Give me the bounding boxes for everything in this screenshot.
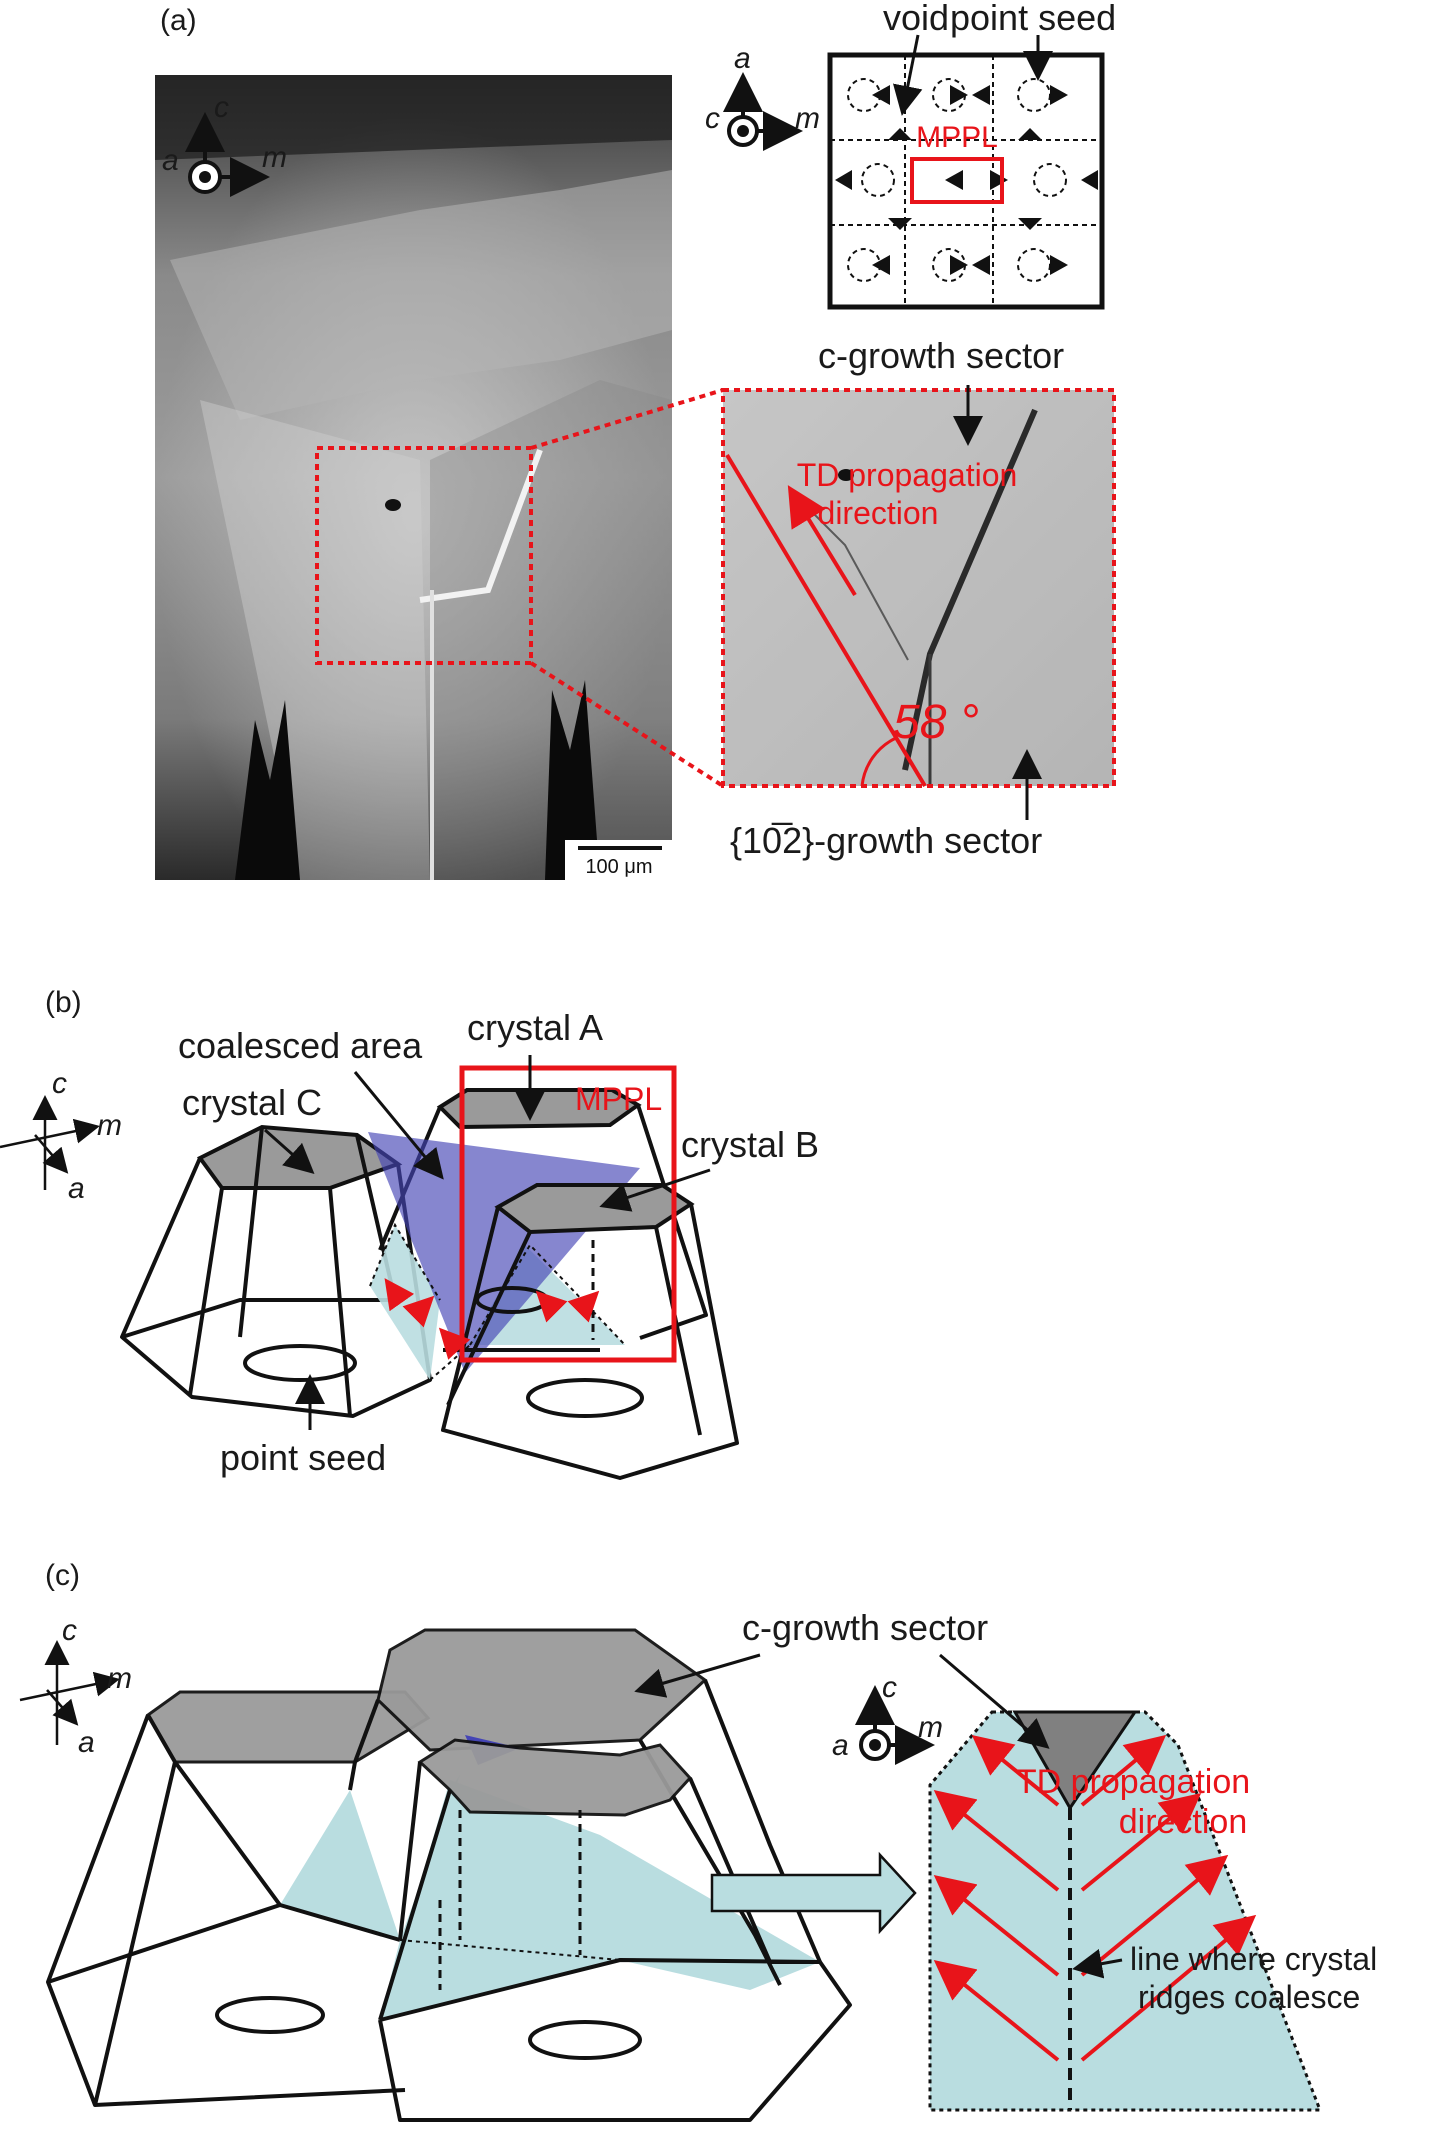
c-front-crystal xyxy=(378,1738,852,2122)
panel-c: (c) c m a xyxy=(19,1559,1377,2122)
schem-axis-a-label: a xyxy=(734,42,751,75)
coalesced-area-label: coalesced area xyxy=(178,1025,423,1066)
c-right-axis-c-label: c xyxy=(882,1671,897,1704)
schem-axis-m-label: m xyxy=(795,102,820,135)
mppl-box xyxy=(910,157,1004,204)
axis-m-label: m xyxy=(262,141,287,174)
zoom-inset: 58 ° TD propagation direction xyxy=(529,385,1116,820)
c-growth-sector-label: c-growth sector xyxy=(818,335,1064,376)
axis-a-label: a xyxy=(162,144,179,177)
c-axis-a-label: a xyxy=(78,1726,95,1759)
panel-c-axes: c m a xyxy=(19,1614,132,1759)
point-seed-label: point seed xyxy=(950,0,1116,38)
panel-a: (a) 100 μm xyxy=(155,0,1116,880)
panel-b: (b) c m a xyxy=(0,986,819,1480)
micrograph-axes: c a m xyxy=(162,91,287,197)
c-left-crystal xyxy=(46,1690,431,2107)
b-axis-m-label: m xyxy=(97,1109,122,1142)
schematic-axes: a c m xyxy=(705,42,820,151)
seed-array-schematic: MPPL xyxy=(827,34,1105,310)
b-axis-c-label: c xyxy=(52,1067,67,1100)
crystal-b-label: crystal B xyxy=(681,1124,819,1165)
c-right-axis-a-label: a xyxy=(832,1729,849,1762)
panel-b-label: (b) xyxy=(45,986,82,1019)
panel-c-label: (c) xyxy=(45,1559,80,1592)
panel-b-axes: c m a xyxy=(0,1067,122,1205)
sector-1012-label: {10̅2}-growth sector xyxy=(730,820,1042,861)
c-c-growth-sector-label: c-growth sector xyxy=(742,1607,988,1648)
panel-a-label: (a) xyxy=(160,4,197,37)
schem-mppl-label: MPPL xyxy=(916,121,998,154)
td-propagation-line2: direction xyxy=(818,495,939,531)
b-point-seed-label: point seed xyxy=(220,1437,386,1478)
c-right-axis-m-label: m xyxy=(918,1711,943,1744)
c-axis-m-label: m xyxy=(107,1662,132,1695)
angle-label: 58 ° xyxy=(893,696,979,749)
b-axis-a-label: a xyxy=(68,1172,85,1205)
schem-axis-c-label: c xyxy=(705,102,720,135)
big-transition-arrow xyxy=(710,1851,917,1935)
void-label: void xyxy=(883,0,949,38)
scale-bar-label: 100 μm xyxy=(585,856,652,878)
zoom-region-box xyxy=(315,446,533,665)
crystal-c-label: crystal C xyxy=(182,1082,322,1123)
axis-c-label: c xyxy=(214,91,229,124)
coalesce-label-line1: line where crystal xyxy=(1130,1941,1377,1977)
td-propagation-line1: TD propagation xyxy=(797,457,1018,493)
c-right-axes: c a m xyxy=(832,1671,943,1765)
c-back-crystal xyxy=(353,1628,822,1986)
c-td-propagation-line1: TD propagation xyxy=(1016,1763,1250,1801)
b-mppl-box xyxy=(459,1065,677,1363)
coalesce-label-line2: ridges coalesce xyxy=(1138,1979,1360,2015)
crystal-a-label: crystal A xyxy=(467,1007,603,1048)
c-axis-c-label: c xyxy=(62,1614,77,1647)
b-mppl-label: MPPL xyxy=(575,1081,662,1117)
c-td-propagation-line2: direction xyxy=(1119,1803,1248,1841)
micrograph: 100 μm xyxy=(155,75,672,880)
